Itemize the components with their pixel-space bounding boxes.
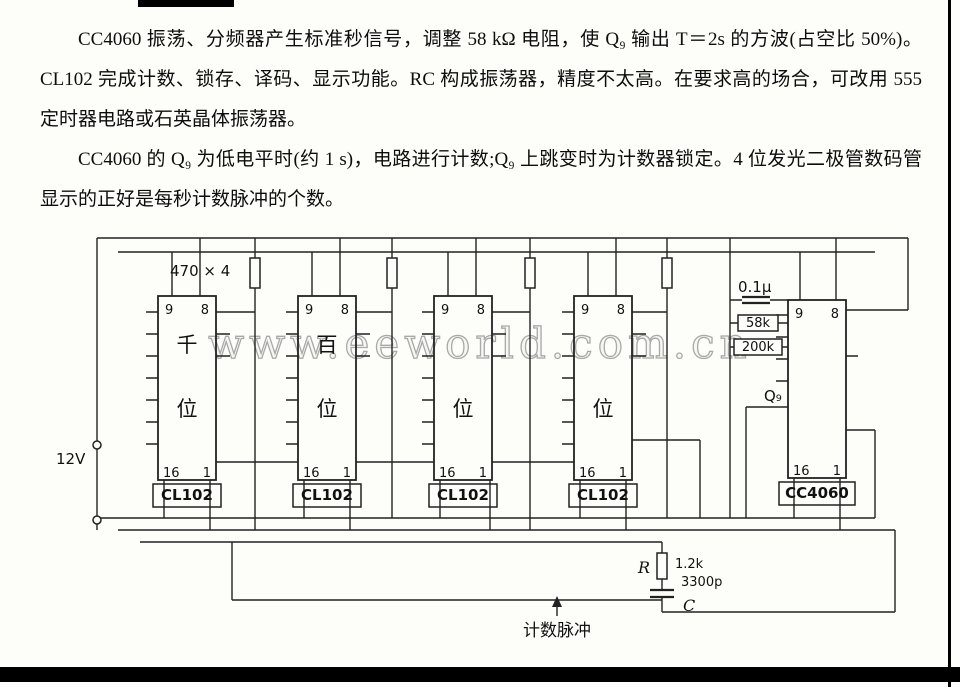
supply-terminal-negative: [92, 515, 102, 525]
pin-number: 1: [479, 466, 487, 481]
pin-number: 1: [833, 464, 841, 479]
pin-number: 8: [617, 303, 625, 318]
capacitor-c-plates: [650, 588, 674, 599]
supply-label: 12V: [56, 450, 86, 468]
chip-name: CL102: [577, 486, 629, 504]
pin-number: 16: [163, 466, 180, 481]
resistor-r-value: 1.2k: [675, 557, 704, 572]
chip-body: [157, 295, 217, 481]
pin-number: 9: [581, 303, 589, 318]
page-bottom-border: [0, 667, 960, 682]
resistor-200k: [733, 338, 783, 356]
resistor-470-3: [524, 257, 536, 289]
digit-label: 千: [177, 333, 198, 357]
digit-label: 位: [453, 397, 474, 421]
capacitor-c-value: 3300p: [681, 575, 722, 590]
q9-output-label: Q₉: [764, 387, 782, 405]
watermark-text: www.eeworld.com.cn: [208, 319, 751, 368]
pin-number: 8: [201, 303, 209, 318]
resistor-r-1k2: [656, 552, 668, 580]
description-text: CC4060 振荡、分频器产生标准秒信号，调整 58 kΩ 电阻，使 Q₉ 输出…: [40, 20, 922, 220]
chip-name-box: [152, 483, 222, 508]
chip-body: [433, 295, 493, 481]
digit-label: 百: [317, 333, 338, 357]
pin-number: 16: [793, 464, 810, 479]
chip-cl102-hundreds: 9 8 16 1 百 位 CL102: [286, 295, 370, 508]
chip-name-box: [778, 481, 856, 506]
digit-label: 位: [177, 397, 198, 421]
resistor-58k-label: 58k: [746, 316, 771, 331]
count-pulse-label: 计数脉冲: [523, 621, 591, 641]
resistor-bank-label: 470 × 4: [170, 262, 230, 280]
chip-pin-ticks: [562, 311, 646, 445]
chip-name: CC4060: [785, 484, 849, 502]
chip-name: CL102: [301, 486, 353, 504]
pin-number: 16: [303, 466, 320, 481]
digit-label: 位: [593, 397, 614, 421]
chip-name-box: [292, 483, 362, 508]
chip-cl102-units: 9 8 16 1 位 CL102: [562, 295, 646, 508]
cropped-heading-fragment: [138, 0, 234, 7]
resistor-470-1: [249, 257, 261, 289]
resistor-r-label: R: [637, 558, 650, 577]
capacitor-c-label: C: [683, 596, 695, 615]
chip-cl102-thousands: 9 8 16 1 千 位 CL102: [146, 295, 230, 508]
resistor-470-2: [386, 257, 398, 289]
capacitor-01u-plates: [742, 295, 770, 305]
resistor-58k: [737, 314, 779, 332]
pin-number: 16: [439, 466, 456, 481]
pin-number: 9: [441, 303, 449, 318]
pin-number: 8: [831, 307, 839, 322]
paragraph-2: CC4060 的 Q₉ 为低电平时(约 1 s)，电路进行计数;Q₉ 上跳变时为…: [40, 149, 922, 210]
pin-number: 8: [341, 303, 349, 318]
chip-name: CL102: [161, 486, 213, 504]
page-right-border: [948, 0, 951, 687]
pin-number: 9: [165, 303, 173, 318]
pin-number: 16: [579, 466, 596, 481]
chip-cl102-tens: 9 8 16 1 位 CL102: [422, 295, 506, 508]
chip-body: [573, 295, 633, 481]
chip-name: CL102: [437, 486, 489, 504]
pin-number: 9: [795, 307, 803, 322]
circuit-wires: [96, 237, 909, 616]
chip-body: [297, 295, 357, 481]
pulse-arrow-icon: [552, 596, 562, 607]
chip-pin-ticks: [286, 311, 370, 445]
capacitor-01u-label: 0.1μ: [738, 278, 772, 296]
chip-pin-ticks: [422, 311, 506, 445]
chip-name-box: [568, 483, 638, 508]
pin-number: 1: [203, 466, 211, 481]
chip-body: [787, 299, 847, 479]
supply-terminal-positive: [92, 440, 102, 450]
resistor-470-4: [661, 257, 673, 289]
paragraph-1: CC4060 振荡、分频器产生标准秒信号，调整 58 kΩ 电阻，使 Q₉ 输出…: [40, 29, 922, 130]
chip-pin-ticks: [146, 311, 230, 445]
pin-number: 1: [619, 466, 627, 481]
chip-name-box: [428, 483, 498, 508]
digit-label: 位: [317, 397, 338, 421]
pin-number: 9: [305, 303, 313, 318]
pin-number: 1: [343, 466, 351, 481]
chip-pin-ticks: [776, 314, 858, 382]
chip-cc4060: 9 8 16 1 CC4060: [776, 299, 858, 506]
pin-number: 8: [477, 303, 485, 318]
resistor-200k-label: 200k: [742, 340, 775, 355]
